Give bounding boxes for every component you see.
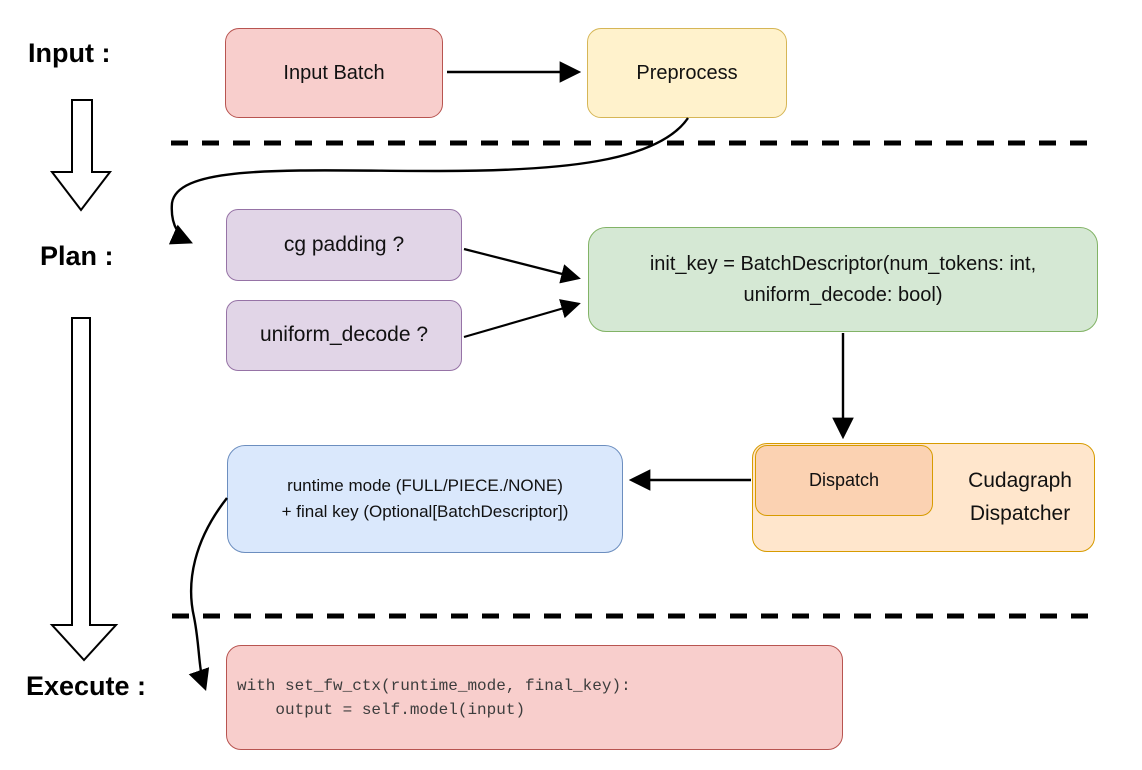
arrow-runtime-mode-to-execute-code xyxy=(188,497,228,692)
init-key-node: init_key = BatchDescriptor(num_tokens: i… xyxy=(588,227,1098,332)
runtime-mode-line1: runtime mode (FULL/PIECE./NONE) xyxy=(287,475,563,495)
input-batch-label: Input Batch xyxy=(283,61,385,84)
preprocess-label: Preprocess xyxy=(636,61,738,84)
arrow-cg-padding-to-init-key xyxy=(463,247,581,284)
cudagraph-dispatcher-line1: Cudagraph xyxy=(968,468,1072,492)
arrow-uniform-decode-to-init-key xyxy=(463,299,581,339)
input-stage-label: Input : xyxy=(28,38,111,68)
input-batch-node: Input Batch xyxy=(225,28,443,118)
dispatch-label: Dispatch xyxy=(808,470,880,491)
uniform-decode-label: uniform_decode ? xyxy=(259,323,429,347)
plan-stage-label: Plan : xyxy=(40,241,114,271)
init-key-line1: init_key = BatchDescriptor(num_tokens: i… xyxy=(649,252,1037,275)
runtime-mode-node: runtime mode (FULL/PIECE./NONE) + final … xyxy=(227,445,623,553)
input-to-plan-arrow xyxy=(49,99,113,212)
cudagraph-dispatcher-line2: Dispatcher xyxy=(969,501,1071,525)
dispatch-node: Dispatch xyxy=(755,445,933,516)
uniform-decode-node: uniform_decode ? xyxy=(226,300,462,371)
execute-code-line1: with set_fw_ctx(runtime_mode, final_key)… xyxy=(237,676,631,695)
runtime-mode-line2: + final key (Optional[BatchDescriptor]) xyxy=(281,502,569,521)
execute-code-node: with set_fw_ctx(runtime_mode, final_key)… xyxy=(226,645,843,750)
cg-padding-node: cg padding ? xyxy=(226,209,462,281)
preprocess-node: Preprocess xyxy=(587,28,787,118)
cg-padding-label: cg padding ? xyxy=(283,232,405,256)
execute-stage-label: Execute : xyxy=(26,671,147,701)
execute-code-line2: output = self.model(input) xyxy=(237,700,526,719)
init-key-line2: uniform_decode: bool) xyxy=(743,283,943,306)
plan-to-execute-arrow xyxy=(49,317,119,662)
